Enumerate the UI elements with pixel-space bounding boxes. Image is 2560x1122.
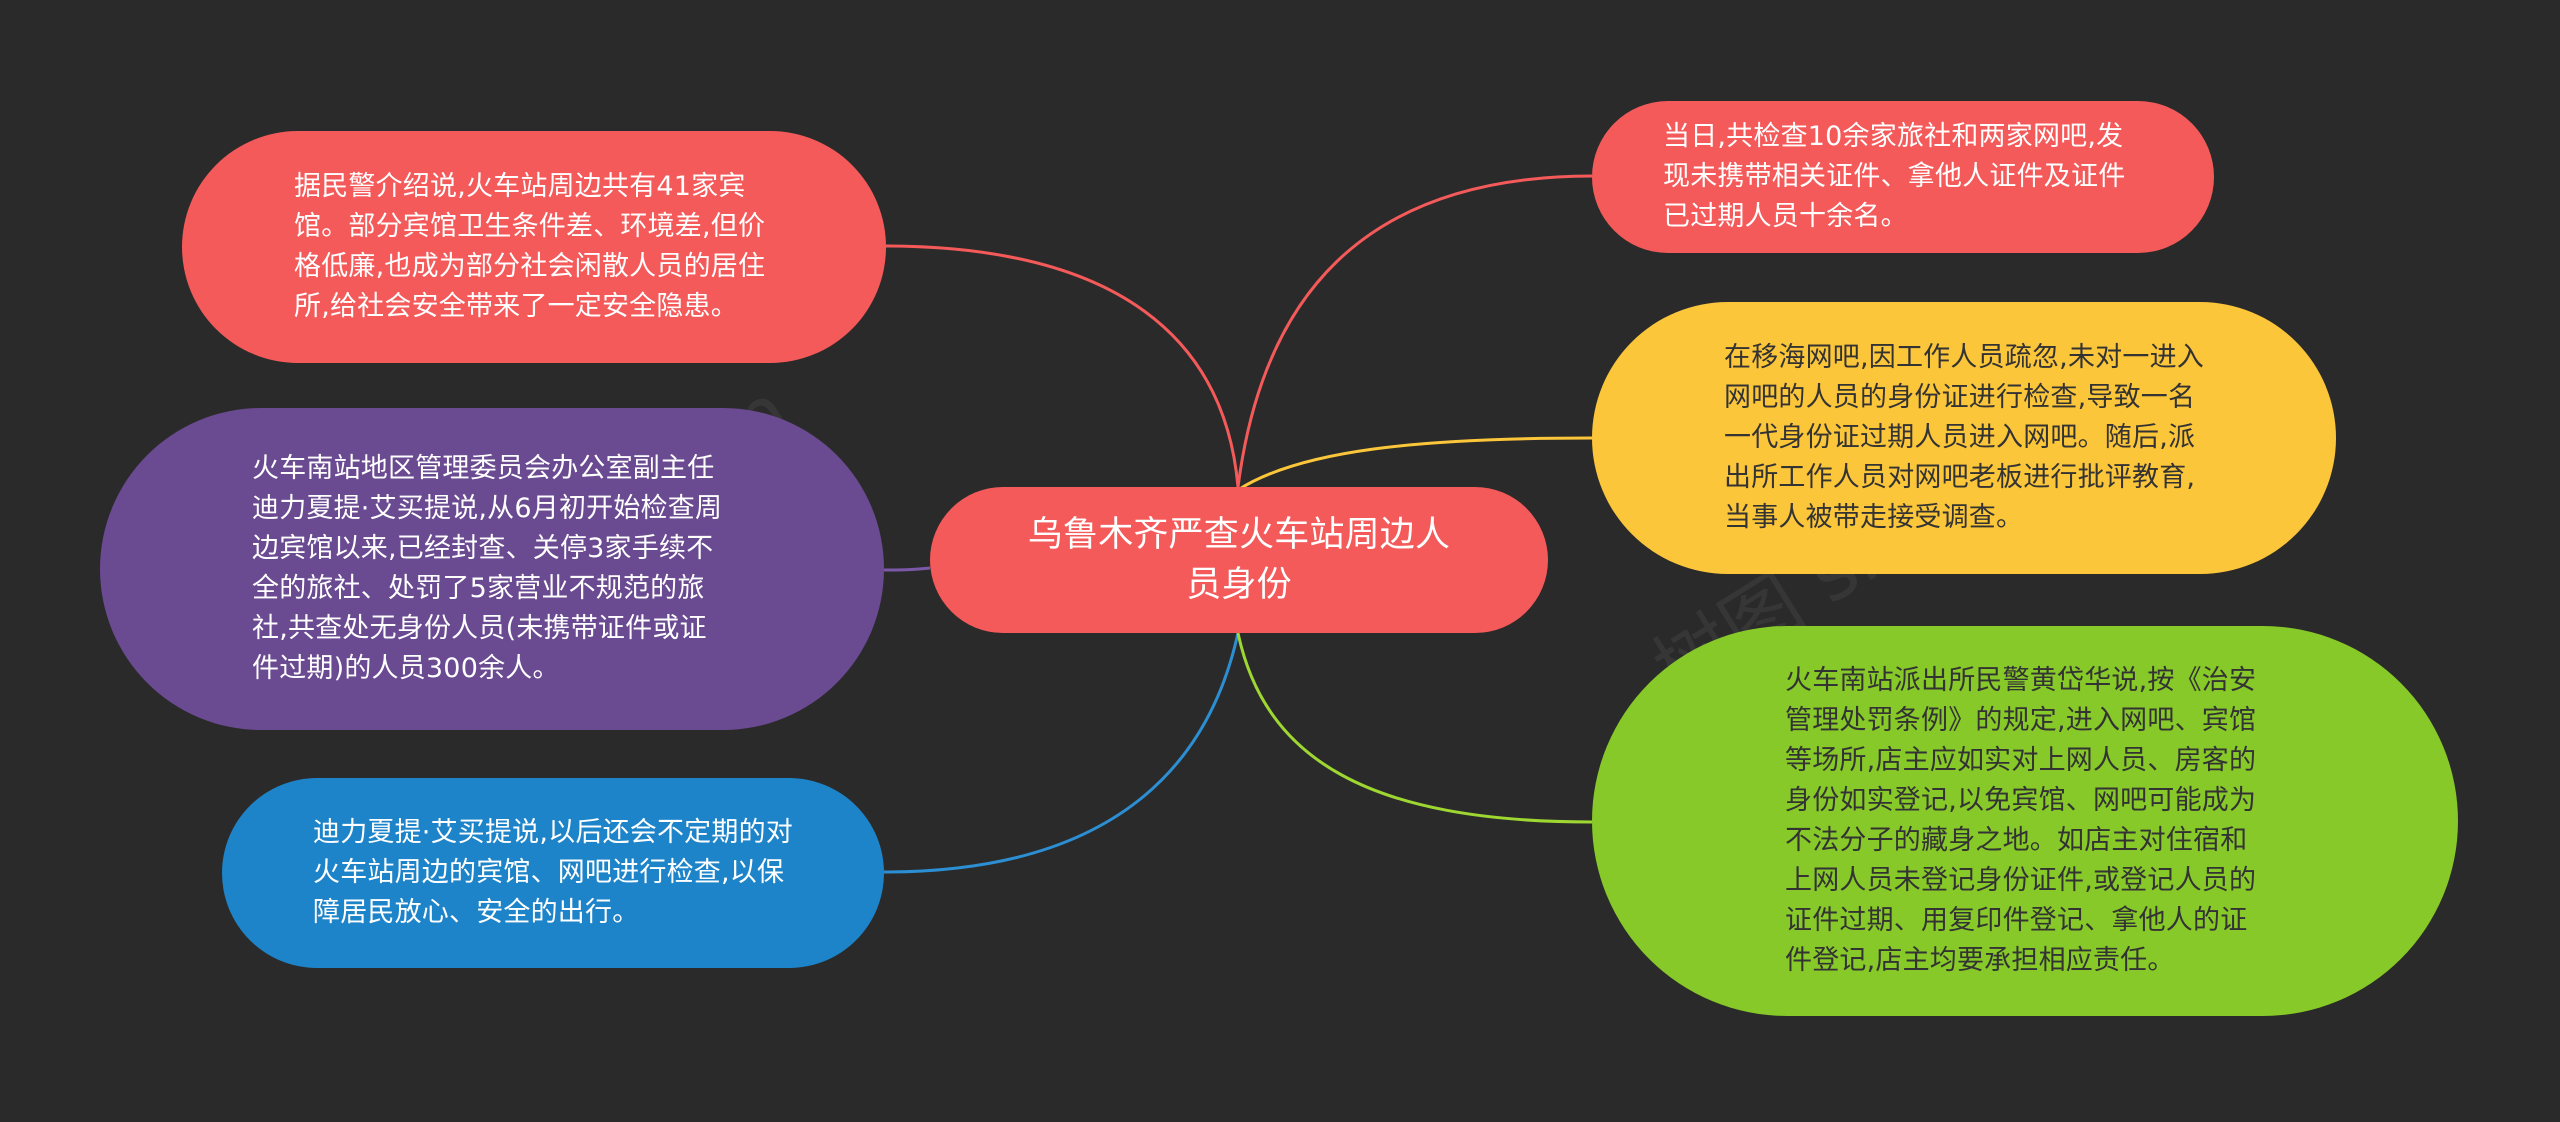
connector-n5 <box>1237 436 1593 492</box>
topic-node-5-text: 在移海网吧,因工作人员疏忽,未对一进入网吧的人员的身份证进行检查,导致一名一代身… <box>1724 342 2204 533</box>
topic-node-6[interactable]: 火车南站派出所民警黄岱华说,按《治安管理处罚条例》的规定,进入网吧、宾馆等场所,… <box>1592 626 2458 1016</box>
topic-node-5[interactable]: 在移海网吧,因工作人员疏忽,未对一进入网吧的人员的身份证进行检查,导致一名一代身… <box>1592 302 2336 574</box>
connector-n6 <box>1236 632 1593 824</box>
topic-node-2[interactable]: 火车南站地区管理委员会办公室副主任迪力夏提·艾买提说,从6月初开始检查周边宾馆以… <box>100 408 884 730</box>
connector-n4 <box>1236 174 1593 488</box>
topic-node-1[interactable]: 据民警介绍说,火车站周边共有41家宾馆。部分宾馆卫生条件差、环境差,但价格低廉,… <box>182 131 886 363</box>
topic-node-3[interactable]: 迪力夏提·艾买提说,以后还会不定期的对火车站周边的宾馆、网吧进行检查,以保障居民… <box>222 778 884 968</box>
central-topic-text: 乌鲁木齐严查火车站周边人员身份 <box>1027 515 1451 605</box>
central-topic[interactable]: 乌鲁木齐严查火车站周边人员身份 <box>930 487 1548 633</box>
topic-node-3-text: 迪力夏提·艾买提说,以后还会不定期的对火车站周边的宾馆、网吧进行检查,以保障居民… <box>313 817 793 928</box>
topic-node-4[interactable]: 当日,共检查10余家旅社和两家网吧,发现未携带相关证件、拿他人证件及证件已过期人… <box>1592 101 2214 253</box>
topic-node-2-text: 火车南站地区管理委员会办公室副主任迪力夏提·艾买提说,从6月初开始检查周边宾馆以… <box>252 453 723 684</box>
topic-node-4-text: 当日,共检查10余家旅社和两家网吧,发现未携带相关证件、拿他人证件及证件已过期人… <box>1663 121 2126 232</box>
connector-n1 <box>883 244 1240 488</box>
topic-node-1-text: 据民警介绍说,火车站周边共有41家宾馆。部分宾馆卫生条件差、环境差,但价格低廉,… <box>294 171 766 322</box>
topic-node-6-text: 火车南站派出所民警黄岱华说,按《治安管理处罚条例》的规定,进入网吧、宾馆等场所,… <box>1785 665 2257 976</box>
connector-n3 <box>883 632 1240 874</box>
connector-n2 <box>883 566 931 572</box>
